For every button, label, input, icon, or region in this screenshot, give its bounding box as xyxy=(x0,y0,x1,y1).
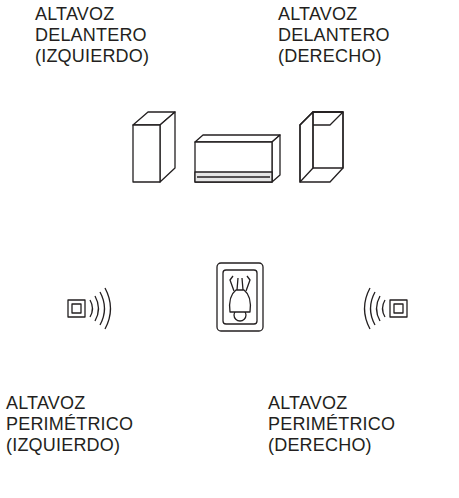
speaker-label: ALTAVOZ DELANTERO (IZQUIERDO) xyxy=(35,4,149,67)
surround-right-speaker xyxy=(365,288,408,329)
speaker-label: ALTAVOZ DELANTERO (DERECHO) xyxy=(278,4,390,67)
center-unit xyxy=(195,135,280,182)
front-left-speaker xyxy=(133,112,175,182)
surround-left-speaker xyxy=(68,288,111,329)
front-right-speaker xyxy=(300,112,343,182)
listener xyxy=(217,263,263,331)
speaker-label: ALTAVOZ PERIMÉTRICO (IZQUIERDO) xyxy=(6,393,133,456)
speaker-label: ALTAVOZ PERIMÉTRICO (DERECHO) xyxy=(268,393,395,456)
